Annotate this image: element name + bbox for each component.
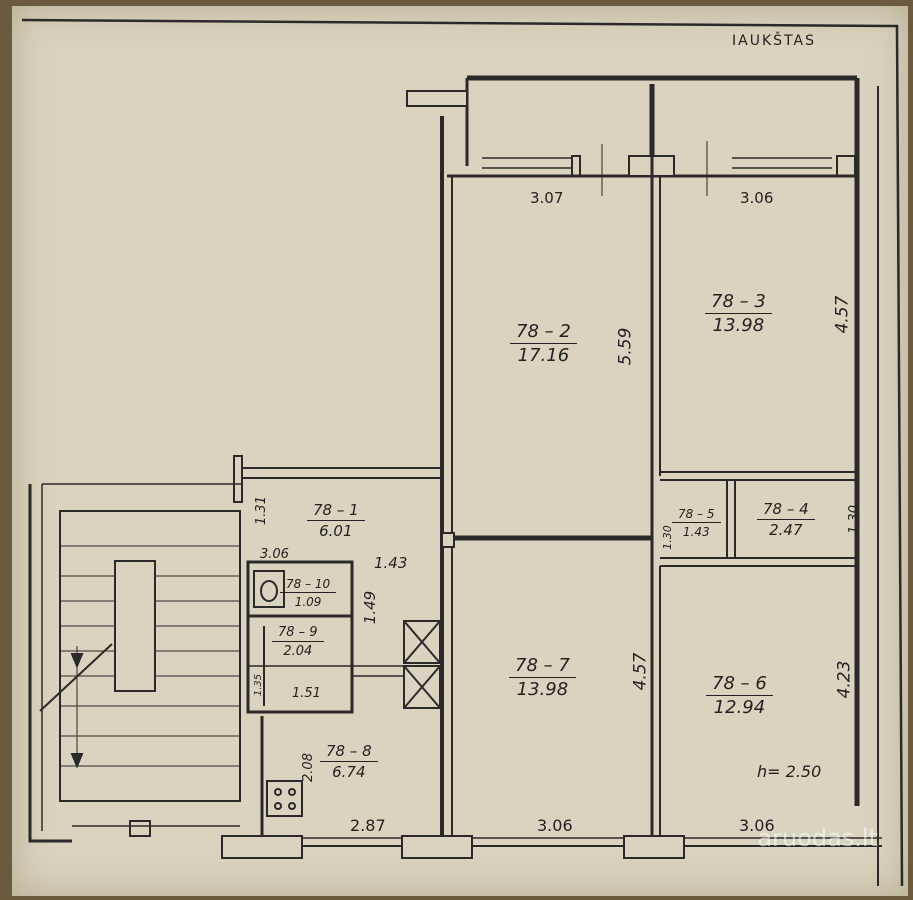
room-3-label: 78 – 3 13.98 [705, 293, 772, 335]
room-8-area: 6.74 [332, 763, 366, 781]
stair-column [129, 820, 151, 837]
room-2-area: 17.16 [517, 345, 570, 366]
dim-room7-width: 3.06 [537, 816, 573, 835]
floor-plan-sheet: IAUKŠTAS 78 – 1 6.01 78 – 2 17.16 78 – 3… [12, 6, 908, 896]
room-5-id: 78 – 5 [672, 508, 721, 523]
room-1-area: 6.01 [319, 522, 353, 540]
room-8-id: 78 – 8 [320, 744, 378, 762]
window-pier [571, 155, 581, 177]
dim-bath-area: 1.51 [292, 686, 321, 701]
room-7-area: 13.98 [516, 679, 569, 700]
room-10-id: 78 – 10 [280, 578, 337, 593]
stove-symbol [266, 780, 303, 817]
dim-bath-small-width: 1.35 [253, 673, 265, 697]
ceiling-height: h= 2.50 [757, 762, 822, 781]
dim-wc-length: 1.49 [361, 590, 380, 625]
dim-room3-length: 4.57 [832, 295, 853, 334]
room-6-id: 78 – 6 [706, 675, 773, 696]
vent-shaft-1 [403, 620, 441, 664]
room-5-label: 78 – 5 1.43 [672, 508, 721, 538]
room-9-area: 2.04 [283, 644, 313, 659]
room-5-area: 1.43 [682, 525, 710, 539]
room-9-id: 78 – 9 [272, 626, 324, 642]
stair-flights [59, 510, 241, 802]
room-6-label: 78 – 6 12.94 [706, 675, 773, 717]
window-pier-right [836, 155, 856, 177]
room-1-label: 78 – 1 6.01 [307, 503, 365, 539]
dim-storage4-depth: 1.30 [846, 505, 862, 534]
dim-hall-depth: 1.31 [253, 496, 269, 525]
room-6-area: 12.94 [713, 697, 766, 718]
dim-room6-length: 4.23 [834, 660, 855, 699]
room-1-id: 78 – 1 [307, 503, 365, 521]
room-4-area: 2.47 [769, 521, 803, 539]
staircase-outline [28, 484, 72, 843]
hall-door-jamb [233, 455, 243, 503]
wet-rooms-block [246, 560, 354, 714]
dim-corridor5-depth: 1.30 [660, 525, 674, 550]
floor-plan-drawing [21, 18, 904, 887]
room-4-label: 78 – 4 2.47 [757, 502, 815, 538]
dim-room3-width: 3.06 [740, 189, 774, 207]
room-2-id: 78 – 2 [510, 323, 577, 344]
balcony-slab [406, 90, 468, 107]
room-9-label: 78 – 9 2.04 [272, 626, 324, 658]
dim-room2-length: 5.59 [615, 327, 636, 366]
toilet-symbol [253, 570, 285, 608]
sheet-frame [21, 18, 904, 887]
dim-room7-length: 4.57 [630, 652, 651, 691]
floor-label: IAUKŠTAS [732, 33, 816, 49]
room-3-id: 78 – 3 [705, 293, 772, 314]
room-10-label: 78 – 10 1.09 [280, 578, 337, 609]
dim-hall-width: 3.06 [260, 547, 289, 562]
watermark: aruodas.lt [757, 824, 878, 852]
room-2-label: 78 – 2 17.16 [510, 323, 577, 365]
room-10-area: 1.09 [294, 595, 322, 609]
dim-kitchen-width: 2.87 [350, 816, 386, 835]
room-7-id: 78 – 7 [509, 657, 576, 678]
dim-kitchen-depth: 2.08 [300, 753, 316, 782]
dim-room2-width: 3.07 [530, 189, 564, 207]
room-4-id: 78 – 4 [757, 502, 815, 520]
vent-shaft-2 [403, 665, 441, 709]
dim-room6-width: 3.06 [739, 816, 775, 835]
room-8-label: 78 – 8 6.74 [320, 744, 378, 780]
room-3-area: 13.98 [712, 315, 765, 336]
dim-hall-passage: 1.43 [374, 554, 408, 572]
room-7-label: 78 – 7 13.98 [509, 657, 576, 699]
